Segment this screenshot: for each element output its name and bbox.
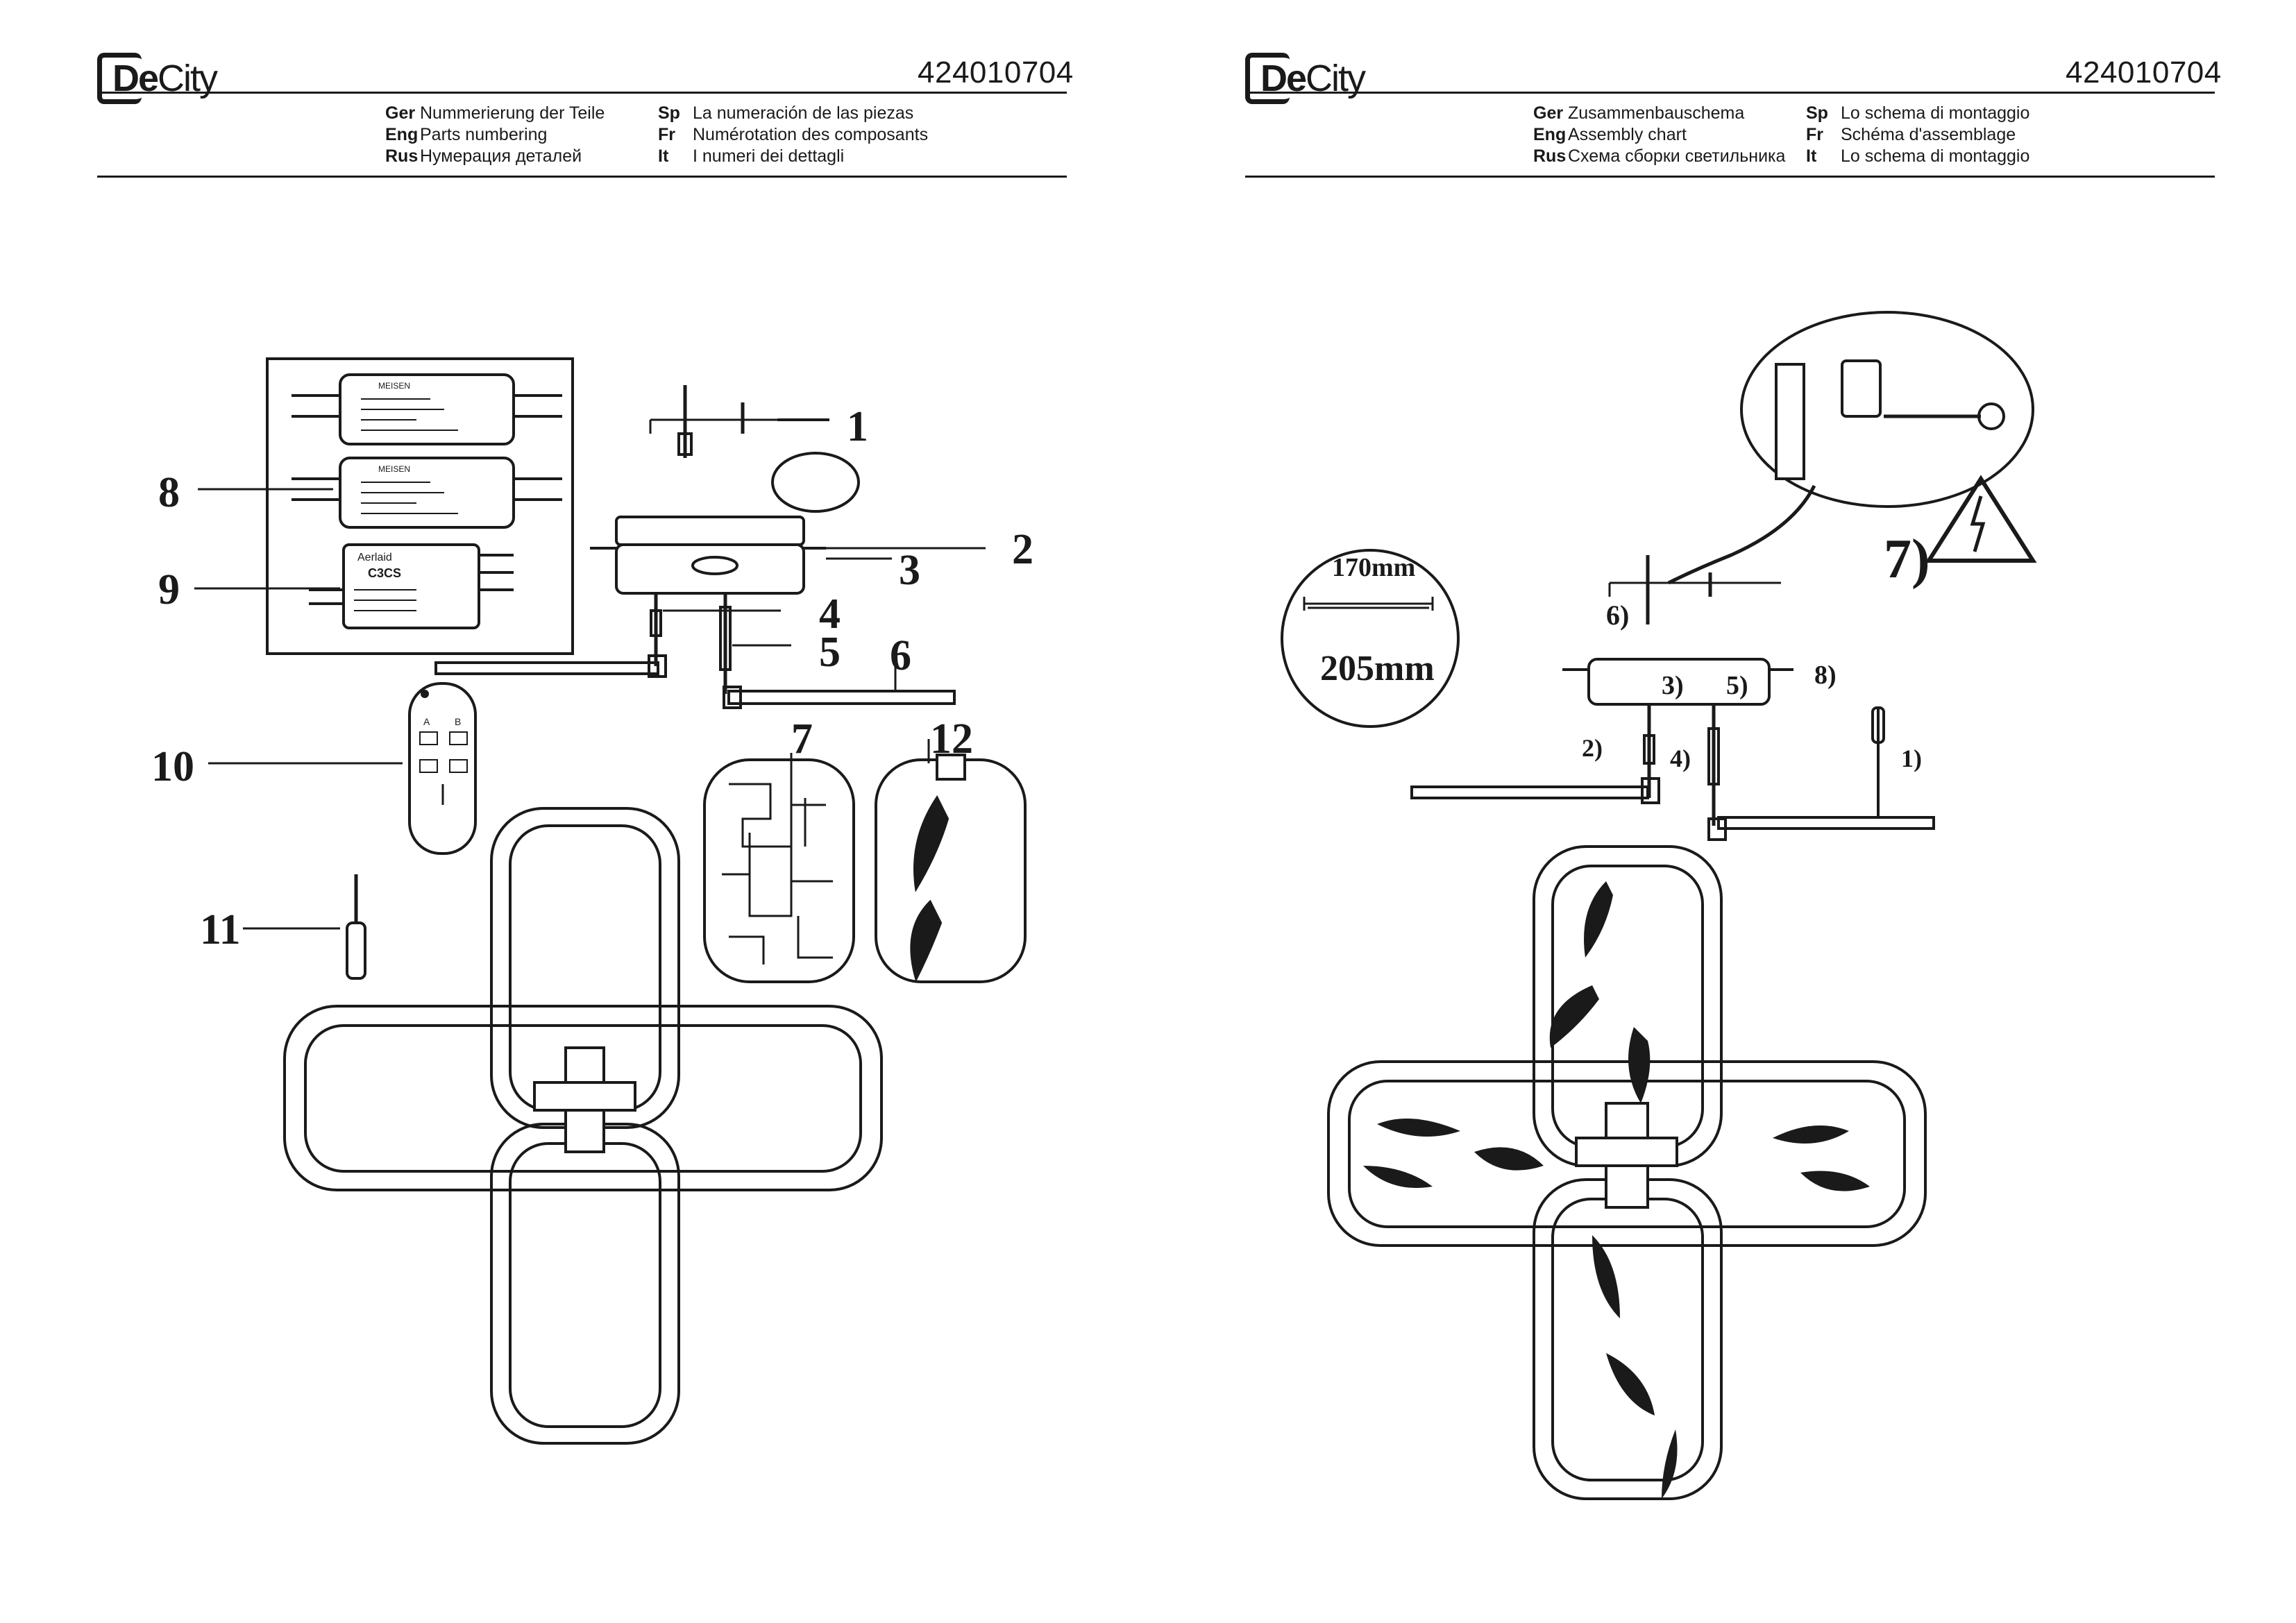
driver-1-brand: MEISEN <box>378 381 410 391</box>
callout-9: 9 <box>158 566 180 613</box>
logo-bracket-icon <box>1245 53 1290 104</box>
dimension-detail-icon <box>1281 549 1460 728</box>
callout-11: 11 <box>200 906 241 953</box>
callout-3: 3 <box>899 547 920 594</box>
parts-diagram: MEISEN MEISEN Aerlaid C3CS <box>151 357 1033 1445</box>
canopy-base-right-icon <box>1562 658 1793 826</box>
feather-panel-icon <box>875 739 1027 983</box>
pattern-panel-icon <box>703 753 855 983</box>
step-6-label: 6) <box>1606 600 1629 631</box>
step-2-label: 2) <box>1582 734 1603 762</box>
feather-decor-icons <box>1363 881 1870 1499</box>
drivers-panel <box>266 357 574 655</box>
document-code: 424010704 <box>918 56 1074 90</box>
led-driver-2-icon: MEISEN <box>292 457 562 529</box>
callout-1: 1 <box>847 403 868 450</box>
controller-model: C3CS <box>368 566 401 580</box>
callout-2: 2 <box>1012 526 1033 573</box>
step-1-label: 1) <box>1901 745 1922 772</box>
led-strip-left-icon <box>434 654 667 678</box>
header-rule-top-right <box>1245 92 2215 94</box>
document-code-right: 424010704 <box>2066 56 2222 90</box>
screw-anchor-icon <box>649 385 829 458</box>
connector-5-icon <box>719 593 791 694</box>
callout-4: 4 <box>819 590 841 638</box>
driver-2-brand: MEISEN <box>378 464 410 474</box>
led-strip-left-right-page-icon <box>1410 777 1660 804</box>
mounting-detail-circle <box>771 452 860 513</box>
step-8-label: 8) <box>1814 661 1837 690</box>
callout-5: 5 <box>819 629 841 676</box>
dimension-inner-label: 170mm <box>1332 553 1415 582</box>
header-rule-bottom <box>97 176 1067 178</box>
fixture-outline-icon <box>283 807 883 1445</box>
remote-control-icon: A B <box>408 682 477 855</box>
electric-warning-icon <box>1925 475 2037 563</box>
remote-key-a: A <box>423 716 430 727</box>
fixture-assembled-icon <box>1327 845 1927 1500</box>
led-driver-1-icon: MEISEN <box>292 373 562 445</box>
step-4-label: 4) <box>1670 745 1691 772</box>
remote-key-b: B <box>455 716 461 727</box>
ceiling-mount-detail-icon <box>1667 311 2034 585</box>
screws-step-6-icon <box>1608 555 1781 624</box>
dimension-outer-label: 205mm <box>1320 649 1435 688</box>
callout-10: 10 <box>151 743 194 790</box>
header-rule-bottom-right <box>1245 176 2215 178</box>
callout-12: 12 <box>930 715 973 763</box>
rf-controller-icon: Aerlaid C3CS <box>309 543 514 629</box>
callout-7: 7 <box>791 715 813 763</box>
logo-bracket-icon <box>97 53 142 104</box>
led-strip-right-icon <box>723 666 956 709</box>
assembly-diagram: 7) 6) 3) 5) 8) 2) 4) 1) 170mm 205mm <box>1281 311 2037 1500</box>
step-3-label: 3) <box>1662 671 1684 700</box>
header-rule-top <box>97 92 1067 94</box>
controller-brand: Aerlaid <box>357 552 392 563</box>
callout-6: 6 <box>890 632 911 679</box>
brand-logo: DeCity <box>97 53 218 104</box>
canopy-base-icon <box>590 516 986 595</box>
screwdriver-icon <box>346 874 366 980</box>
step-5-label: 5) <box>1726 671 1748 700</box>
step-7-label: 7) <box>1884 529 1930 590</box>
callout-8: 8 <box>158 469 180 516</box>
led-strip-right-right-page-icon <box>1707 706 1935 841</box>
connector-4-icon <box>650 593 781 666</box>
